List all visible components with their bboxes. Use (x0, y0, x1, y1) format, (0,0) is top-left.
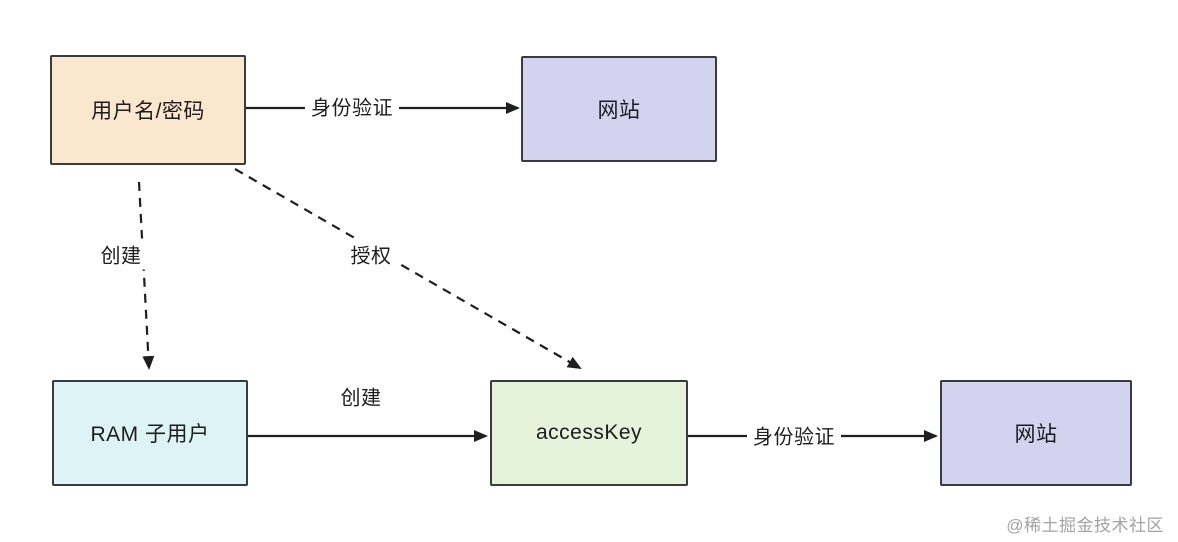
edge-label-authorize: 授权 (344, 238, 398, 270)
edge-label-auth-top: 身份验证 (305, 90, 399, 122)
node-access-key-label: accessKey (535, 421, 643, 444)
node-ram-subuser: RAM 子用户 (52, 380, 248, 486)
node-username-password: 用户名/密码 (50, 55, 246, 165)
node-website-top: 网站 (521, 56, 717, 162)
node-website-bottom: 网站 (940, 380, 1132, 486)
edge-authorize-diagonal-line (234, 168, 582, 369)
edge-create-vertical-line (137, 181, 155, 370)
node-ram-subuser-label: RAM 子用户 (90, 423, 210, 446)
watermark-text: @稀土掘金技术社区 (1006, 516, 1164, 535)
edge-label-create-vertical: 创建 (94, 238, 148, 270)
node-website-top-label: 网站 (597, 99, 641, 122)
node-website-bottom-label: 网站 (1014, 423, 1058, 446)
node-access-key: accessKey (490, 380, 688, 486)
node-username-password-label: 用户名/密码 (91, 100, 205, 123)
edge-label-create-horizontal: 创建 (334, 380, 388, 412)
edge-label-auth-bottom: 身份验证 (747, 419, 841, 451)
